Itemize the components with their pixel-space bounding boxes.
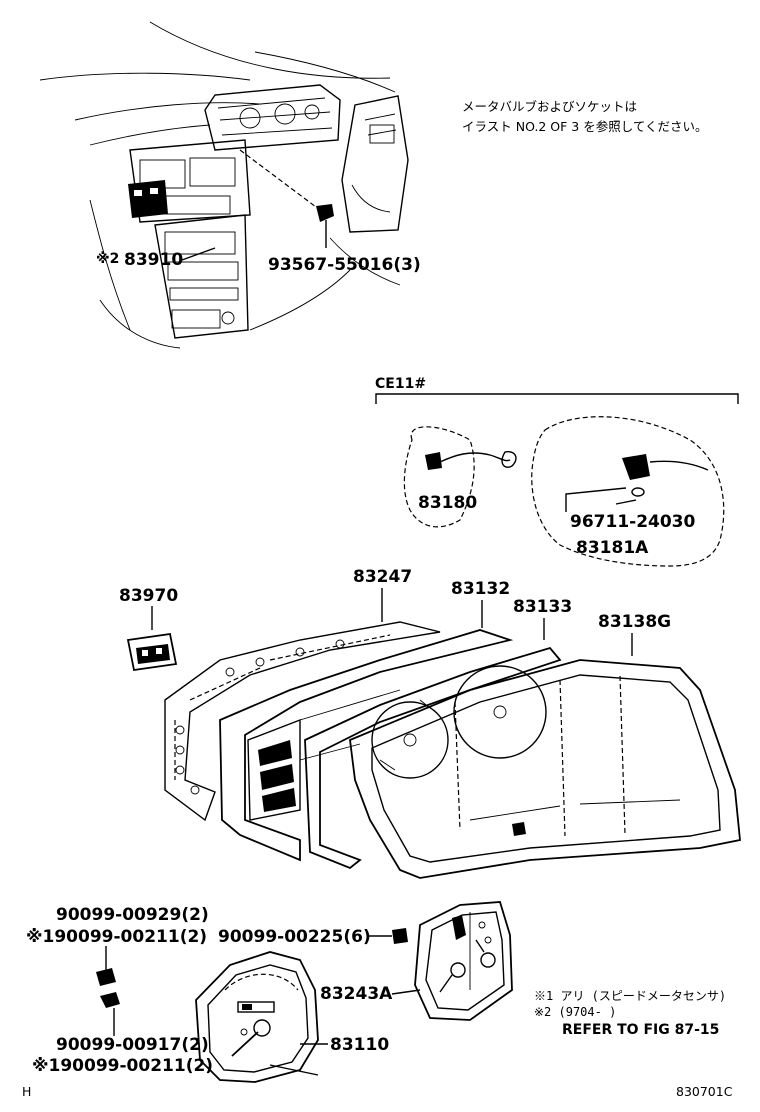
variant-label: CE11# [375,376,426,392]
screw-a [96,968,116,986]
label-90099-00917: 90099-00917(2) [56,1035,209,1055]
screw-b [100,992,120,1008]
label-83138g: 83138G [598,612,671,632]
speedometer-83110 [195,951,319,1083]
footnote-1: ※1 アリ (スピードメータセンサ) [534,989,726,1003]
label-83910: 83910 [124,250,183,270]
label-83132: 83132 [451,579,510,599]
note-line-1: メータバルブおよびソケットは [462,99,637,114]
label-90099-00211-b: ※190099-00211(2) [32,1056,213,1076]
refer-fig-note: REFER TO FIG 87-15 [562,1022,719,1038]
variant-bracket: CE11# [375,376,739,404]
label-90099-00211-a: ※190099-00211(2) [26,927,207,947]
note-line-2: イラスト NO.2 OF 3 を参照してください。 [462,119,708,134]
illustration-code: 830701C [676,1084,733,1099]
gauge-83243a [414,901,513,1021]
leader-83243a [391,989,421,995]
label-90099-00225: 90099-00225(6) [218,927,371,947]
label-83133: 83133 [513,597,572,617]
cluster-exploded-view [164,621,741,879]
label-83970: 83970 [119,586,178,606]
label-90099-00929: 90099-00929(2) [56,905,209,925]
dashboard-illustration [39,21,409,349]
label-83247: 83247 [353,567,412,587]
screw-c [392,928,408,944]
label-83180: 83180 [418,493,477,513]
leader-83910 [181,247,216,261]
corner-code-left: H [22,1084,31,1099]
switch-83970 [126,632,178,672]
speedometer-gear-assembly: 96711-24030 83181A [531,416,725,567]
footnote-2: ※2 (9704- ) [534,1005,616,1019]
reference-note: メータバルブおよびソケットは イラスト NO.2 OF 3 を参照してください。 [462,99,708,134]
label-93567-55016: 93567-55016(3) [268,255,421,275]
label-83181a: 83181A [576,538,649,558]
label-96711-24030: 96711-24030 [570,512,696,532]
speed-sensor-assembly: 83180 [403,426,517,528]
mark-83910: ※2 [96,251,119,267]
label-83243a: 83243A [320,984,393,1004]
label-83110: 83110 [330,1035,389,1055]
